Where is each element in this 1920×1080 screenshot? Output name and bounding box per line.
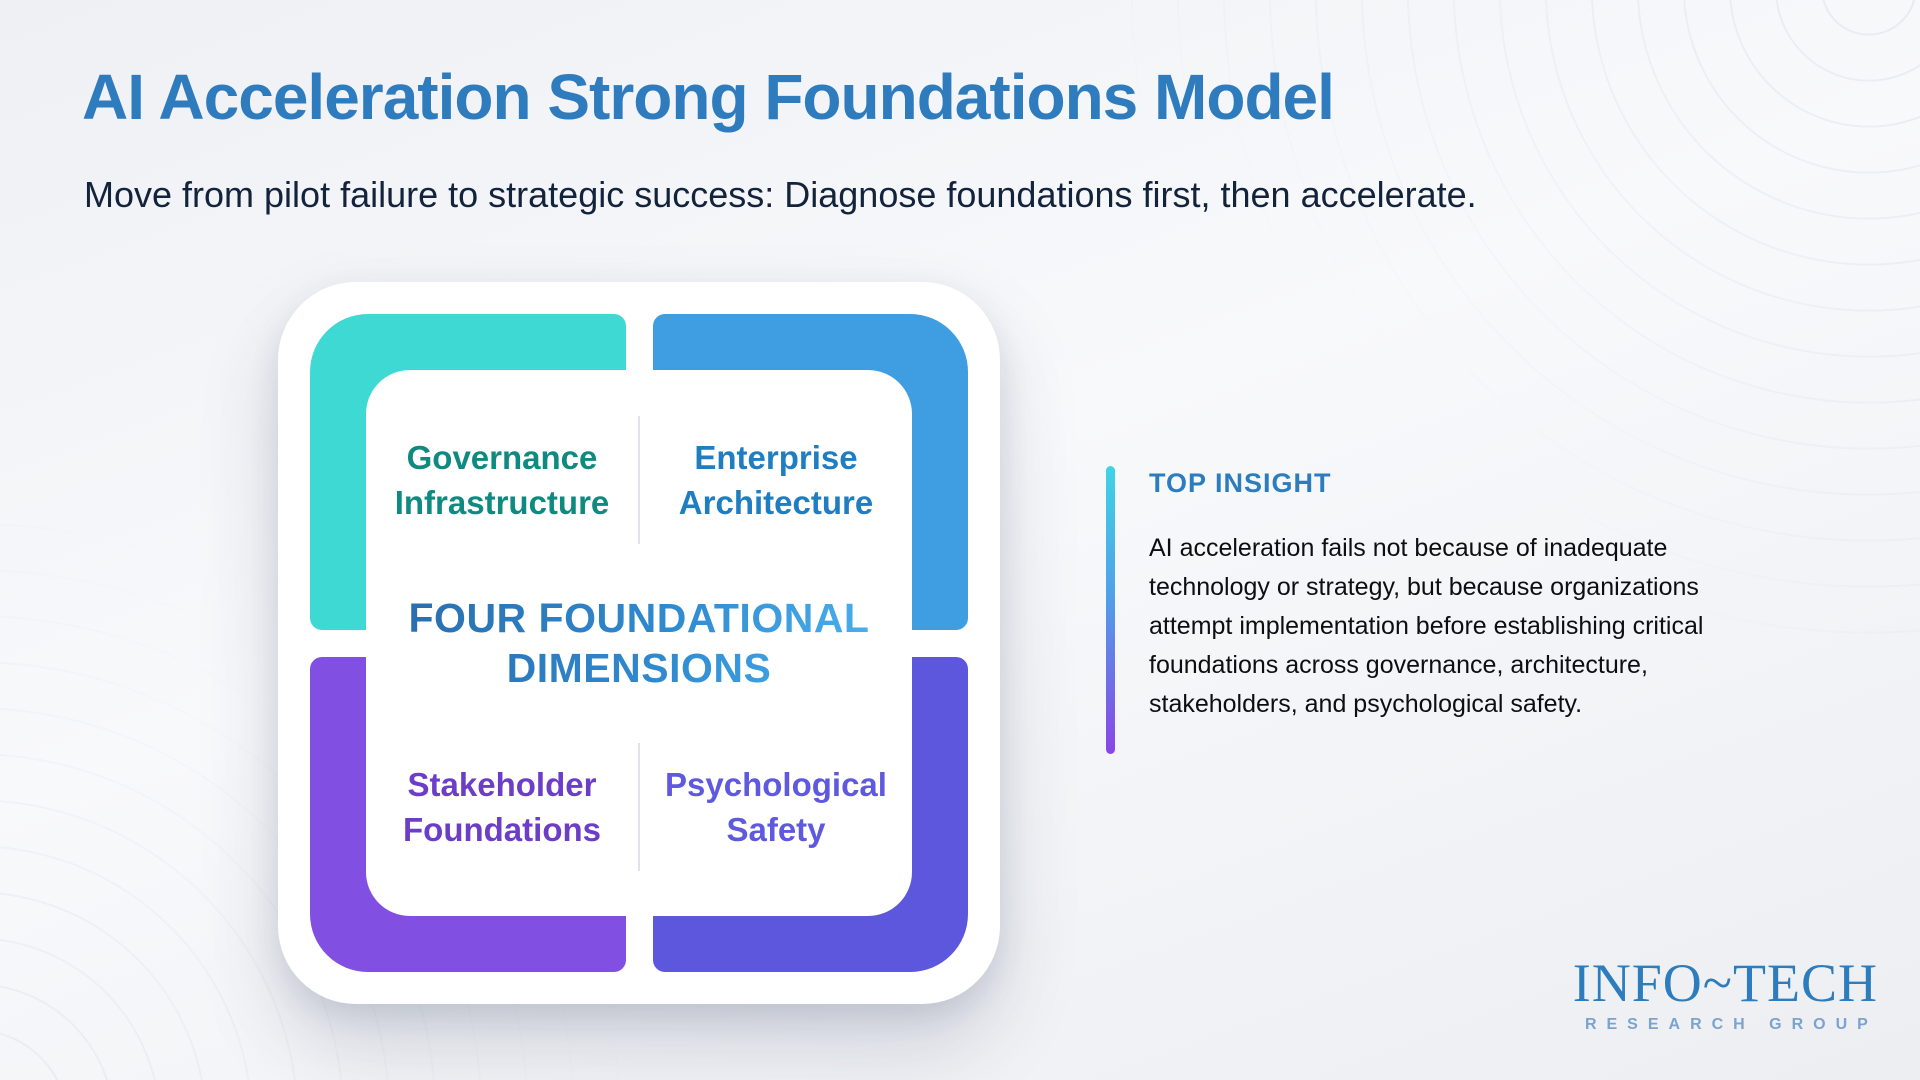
logo-wordmark: INFO~TECH [1572,953,1878,1013]
infotech-logo: INFO~TECH RESEARCH GROUP [1573,952,1878,1034]
top-insight-panel: TOP INSIGHT AI acceleration fails not be… [1106,466,1737,754]
bottom-quadrant-row: Stakeholder Foundations Psychological Sa… [366,697,912,916]
top-vertical-divider [638,415,640,544]
top-quadrant-row: Governance Infrastructure Enterprise Arc… [366,370,912,589]
label-psychological-safety: Psychological Safety [665,765,887,848]
insight-content: TOP INSIGHT AI acceleration fails not be… [1149,466,1737,754]
label-enterprise-architecture: Enterprise Architecture [678,438,874,521]
label-governance-infrastructure: Governance Infrastructure [394,438,610,521]
diagram-inner-panel: Governance Infrastructure Enterprise Arc… [366,370,912,916]
logo-subtext: RESEARCH GROUP [1584,1016,1878,1033]
insight-body: AI acceleration fails not because of ina… [1149,534,1704,718]
page-subtitle: Move from pilot failure to strategic suc… [84,174,1477,215]
insight-heading: TOP INSIGHT [1149,468,1332,498]
insight-accent-bar [1106,466,1115,754]
bottom-vertical-divider [638,742,640,871]
label-stakeholder-foundations: Stakeholder Foundations [403,765,601,848]
center-title-text: FOUR FOUNDATIONAL DIMENSIONS [369,593,909,693]
page-title: AI Acceleration Strong Foundations Model [82,61,1335,133]
foundations-diagram-card: Governance Infrastructure Enterprise Arc… [278,282,1000,1004]
center-title: FOUR FOUNDATIONAL DIMENSIONS [369,589,909,697]
